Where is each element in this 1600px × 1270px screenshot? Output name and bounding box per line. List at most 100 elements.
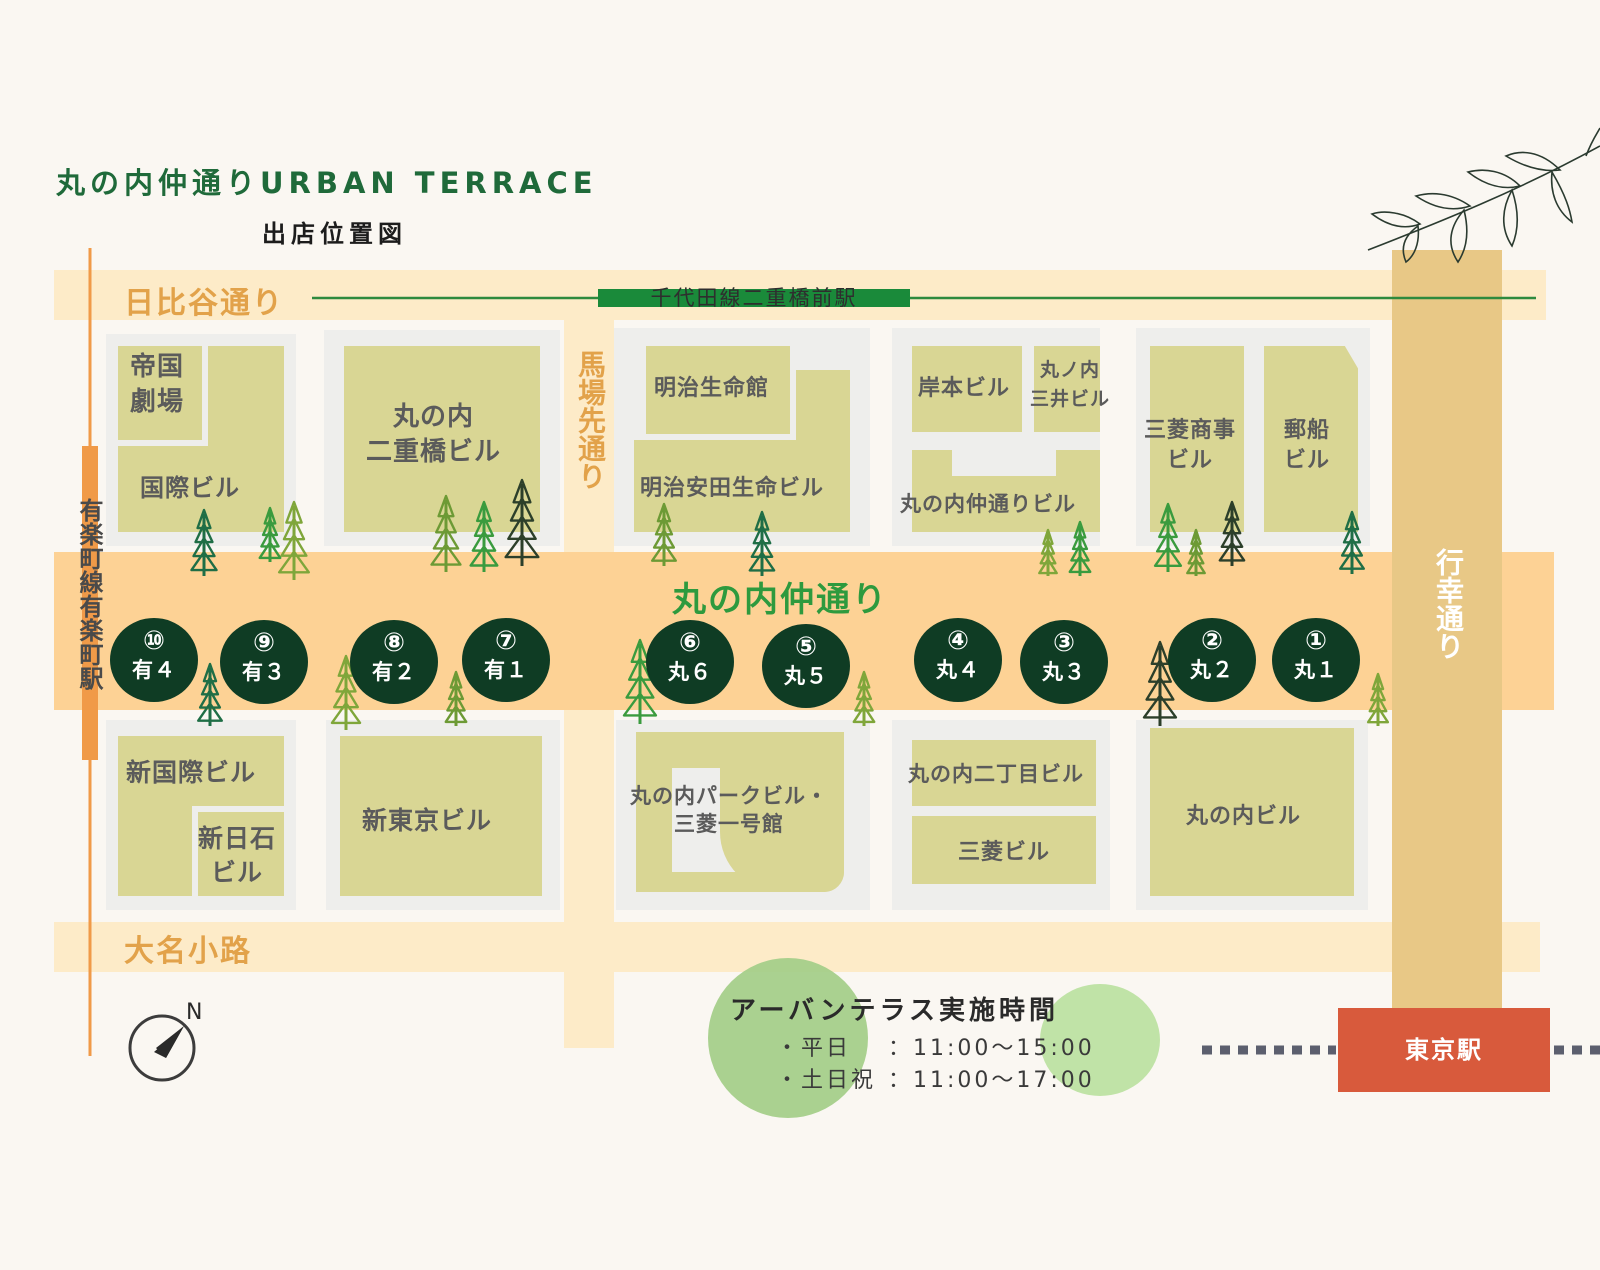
- shop-number: ⑥: [678, 628, 701, 658]
- label-shin-nisseki: 新日石 ビル: [198, 824, 277, 887]
- shop-number: ②: [1200, 626, 1223, 656]
- shop-code: 丸２: [1190, 658, 1234, 682]
- label-yurakucho-station: 有楽町線有楽町駅: [75, 498, 103, 690]
- shop-number: ⑧: [382, 628, 405, 658]
- label-meiji-seimei: 明治生命館: [654, 376, 770, 401]
- pine-tree-icon: [622, 638, 658, 724]
- bld-kishimoto: [912, 346, 1022, 432]
- shop-number: ⑩: [142, 626, 165, 656]
- bld-meiji-yasuda: [634, 440, 850, 532]
- hours-title: アーバンテラス実施時間: [730, 996, 1059, 1026]
- label-shin-tokyo: 新東京ビル: [362, 806, 493, 835]
- shop-code: 丸６: [668, 660, 712, 684]
- pine-tree-icon: [197, 662, 223, 726]
- label-meiji-yasuda: 明治安田生命ビル: [640, 476, 825, 501]
- label-babasaki: 馬場先通り: [574, 350, 607, 490]
- label-teikoku: 帝国 劇場: [130, 352, 185, 418]
- page-subtitle: 出店位置図: [262, 220, 407, 248]
- hours-weekday: ・平日：11:00〜15:00: [776, 1030, 1095, 1062]
- bld-nichome: [912, 740, 1096, 806]
- pine-tree-icon: [1153, 502, 1183, 572]
- label-hibiya: 日比谷通り: [124, 286, 284, 321]
- holiday-time: ：11:00〜17:00: [888, 1068, 1095, 1093]
- label-shin-kokusai: 新国際ビル: [126, 758, 257, 787]
- label-chiyoda-line: 千代田線二重橋前駅: [598, 288, 910, 309]
- trees: [190, 478, 1390, 730]
- pine-tree-icon: [1038, 528, 1058, 576]
- hours-blob-small: [1040, 984, 1160, 1096]
- shop-code: 有２: [372, 660, 416, 684]
- shop-number: ①: [1304, 626, 1327, 656]
- shop-number: ⑤: [794, 632, 817, 662]
- bld-teikoku-gap: [118, 440, 208, 446]
- pine-tree-icon: [330, 654, 362, 730]
- pine-tree-icon: [504, 478, 540, 566]
- pine-tree-icon: [277, 500, 311, 580]
- shop-code: 丸３: [1042, 660, 1086, 684]
- label-mitsubishi-bldg: 三菱ビル: [958, 840, 1051, 865]
- bld-mitsubishi-shoji: [1150, 346, 1244, 532]
- shop-code: 有１: [484, 658, 528, 682]
- label-nichome: 丸の内二丁目ビル: [908, 762, 1084, 786]
- yurakucho-station-bar: [82, 446, 98, 760]
- bld-park-curve: [720, 732, 844, 892]
- label-marunouchi-bldg: 丸の内ビル: [1186, 804, 1302, 829]
- label-kokusai: 国際ビル: [140, 474, 240, 502]
- label-yusen: 郵船 ビル: [1284, 418, 1331, 473]
- shop-code: 丸５: [784, 664, 828, 688]
- bld-mitsui: [1034, 346, 1100, 432]
- pine-tree-icon: [1068, 520, 1092, 576]
- bld-shin-kokusai-gap-h: [192, 806, 284, 812]
- label-mitsubishi-shoji: 三菱商事 ビル: [1144, 418, 1237, 473]
- shop-code: 有４: [132, 658, 176, 682]
- pine-tree-icon: [1218, 500, 1246, 566]
- pine-tree-icon: [1366, 672, 1390, 726]
- compass-icon: [128, 1014, 196, 1082]
- shop-code: 丸４: [936, 658, 980, 682]
- bld-marunouchi: [1150, 728, 1354, 896]
- label-naka: 丸の内仲通り: [672, 580, 888, 620]
- bld-shin-kokusai-gap: [192, 812, 198, 896]
- pine-tree-icon: [444, 670, 468, 726]
- pine-tree-icon: [190, 508, 218, 576]
- label-mitsui: 丸ノ内 三井ビル: [1030, 359, 1111, 410]
- pine-tree-icon: [1186, 528, 1206, 576]
- weekday-time: ：11:00〜15:00: [888, 1036, 1095, 1061]
- pine-tree-icon: [748, 510, 776, 576]
- pine-tree-icon: [258, 506, 282, 562]
- bld-nijubashi: [344, 346, 540, 532]
- label-nakadori: 丸の内仲通りビル: [900, 492, 1076, 516]
- pine-tree-icon: [1339, 510, 1365, 574]
- gyoko-road: [1392, 250, 1502, 1020]
- pine-tree-icon: [852, 670, 876, 726]
- page-title: 丸の内仲通りURBAN TERRACE: [56, 166, 598, 200]
- bld-meiji-seimei: [646, 346, 790, 434]
- bld-mitsubishi: [912, 816, 1096, 884]
- label-gyoko: 行幸通り: [1432, 548, 1465, 660]
- hours-blob-large: [708, 958, 868, 1118]
- tokyo-station: 東京駅: [1338, 1008, 1550, 1092]
- holiday-label: ・土日祝: [776, 1068, 877, 1093]
- hours-holiday: ・土日祝 ：11:00〜17:00: [776, 1062, 1095, 1094]
- label-nijubashi: 丸の内 二重橋ビル: [366, 402, 502, 468]
- shop-number: ⑨: [252, 628, 275, 658]
- label-park: 丸の内パークビル・ 三菱一号館: [630, 784, 828, 837]
- bld-nakadori-notch: [952, 450, 1056, 476]
- shop-code: 丸１: [1294, 658, 1338, 682]
- bld-teikoku-gap-v: [202, 346, 208, 444]
- shop-number: ③: [1052, 628, 1075, 658]
- shop-code: 有３: [242, 660, 286, 684]
- shop-number: ⑦: [494, 626, 517, 656]
